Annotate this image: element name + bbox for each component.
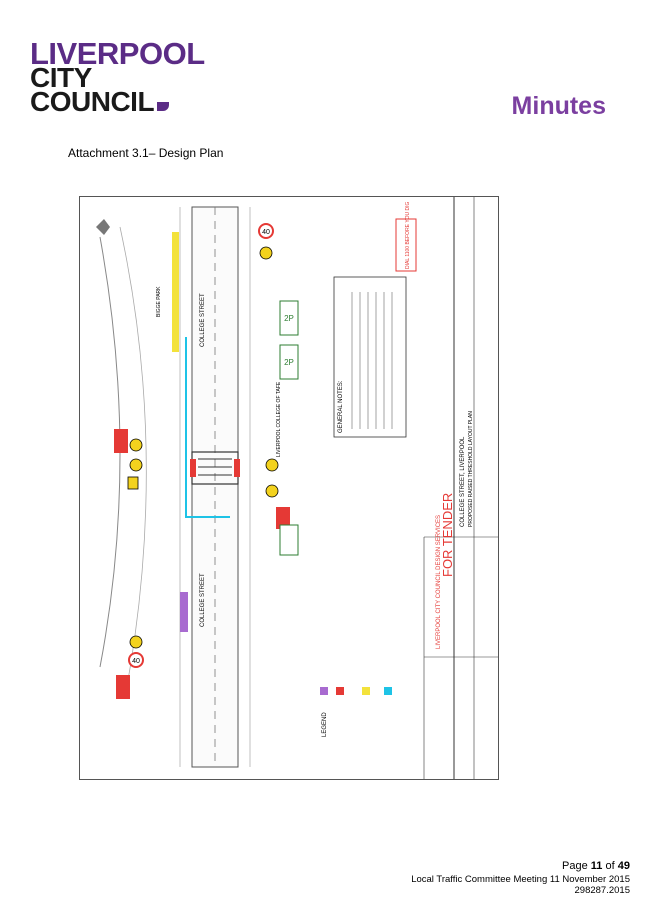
svg-text:BIGGE PARK: BIGGE PARK xyxy=(156,286,162,317)
svg-text:LIVERPOOL COLLEGE OF TAFE: LIVERPOOL COLLEGE OF TAFE xyxy=(276,381,282,457)
svg-text:40: 40 xyxy=(262,229,270,236)
svg-text:PROPOSED RAISED THRESHOLD LAYO: PROPOSED RAISED THRESHOLD LAYOUT PLAN xyxy=(468,411,474,527)
section-heading: Minutes xyxy=(511,92,606,120)
design-plan-svg: 40 40 2P 2P COLLEGE STREET COLLEGE STREE… xyxy=(96,197,498,779)
parking-sign-2p xyxy=(279,300,299,336)
general-notes-box xyxy=(333,276,407,438)
logo-line-2: CITY xyxy=(30,62,92,93)
north-arrow-icon xyxy=(96,219,110,235)
council-logo: LIVERPOOL CITY COUNCIL xyxy=(30,36,205,116)
design-plan-drawing: 40 40 2P 2P COLLEGE STREET COLLEGE STREE… xyxy=(79,196,499,780)
svg-text:DIAL 1100 BEFORE YOU DIG: DIAL 1100 BEFORE YOU DIG xyxy=(405,201,411,269)
parking-sign-2p xyxy=(279,344,299,380)
page-number: Page 11 of 49 xyxy=(562,860,630,872)
svg-text:2P: 2P xyxy=(284,358,294,367)
svg-text:COLLEGE STREET, LIVERPOOL: COLLEGE STREET, LIVERPOOL xyxy=(460,436,466,527)
red-sign xyxy=(116,675,130,699)
attachment-title: Attachment 3.1– Design Plan xyxy=(68,146,224,160)
document-reference: 298287.2015 xyxy=(574,885,630,896)
red-sign xyxy=(276,507,290,529)
svg-text:COLLEGE STREET: COLLEGE STREET xyxy=(200,293,206,347)
svg-text:FOR TENDER: FOR TENDER xyxy=(440,493,455,577)
speed-sign-40 xyxy=(128,652,144,668)
speed-sign-40 xyxy=(258,223,274,239)
logo-line-1: LIVERPOOL xyxy=(30,36,205,71)
logo-line-3: COUNCIL xyxy=(30,88,205,116)
dial-before-you-dig xyxy=(395,218,417,272)
svg-text:COLLEGE STREET: COLLEGE STREET xyxy=(200,573,206,627)
meeting-name: Local Traffic Committee Meeting 11 Novem… xyxy=(411,874,630,885)
svg-text:40: 40 xyxy=(132,658,140,665)
cyan-line-marking xyxy=(185,337,230,518)
logo-mark xyxy=(157,102,170,111)
yellow-line-marking xyxy=(172,232,179,352)
svg-text:LIVERPOOL CITY COUNCIL DESIGN: LIVERPOOL CITY COUNCIL DESIGN SERVICES xyxy=(436,515,442,649)
svg-text:2P: 2P xyxy=(284,314,294,323)
purple-marking xyxy=(180,592,188,632)
svg-text:LEGEND: LEGEND xyxy=(322,712,328,737)
svg-text:GENERAL NOTES:: GENERAL NOTES: xyxy=(338,380,344,433)
red-sign xyxy=(114,429,128,453)
